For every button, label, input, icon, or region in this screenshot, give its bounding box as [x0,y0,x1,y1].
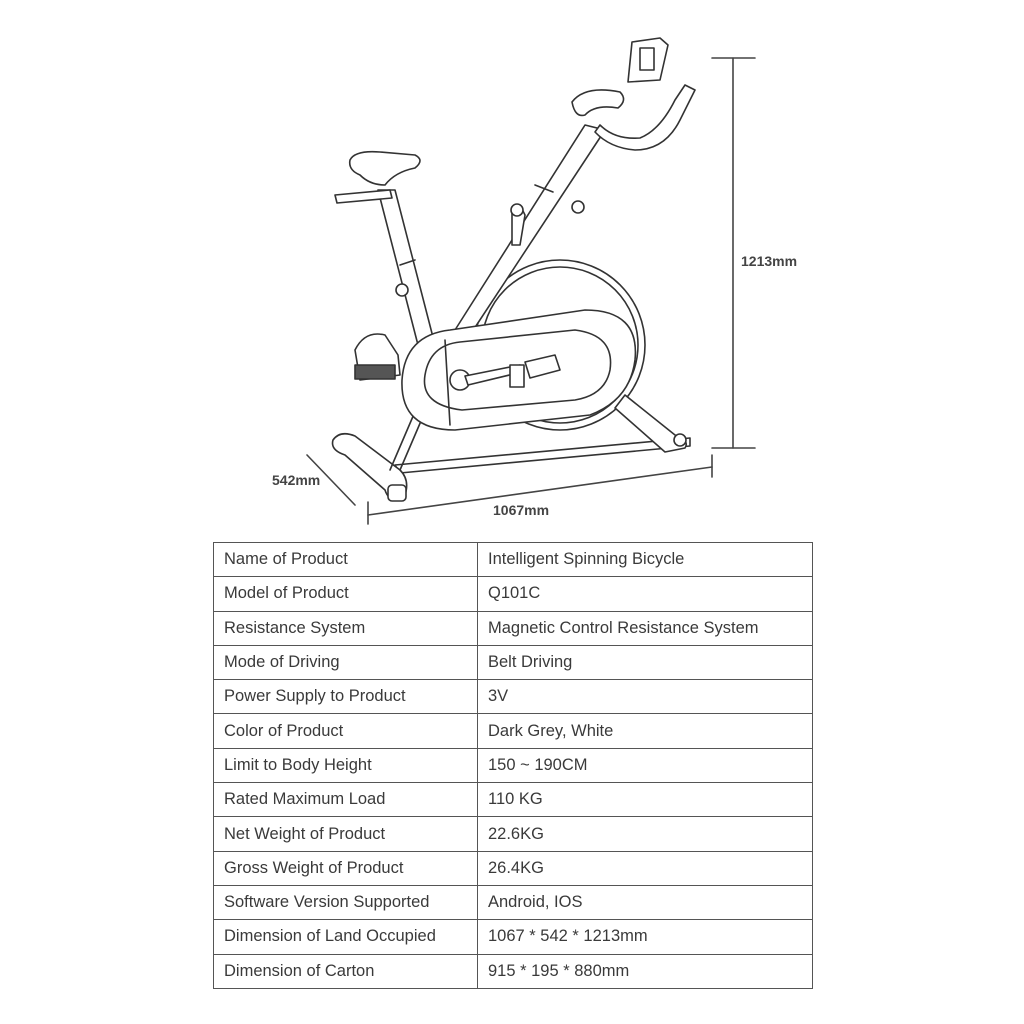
seat-saddle [348,150,421,186]
spec-label: Gross Weight of Product [213,850,478,886]
height-dimension-line [711,57,756,449]
spec-label: Rated Maximum Load [213,782,478,818]
spec-value: 110 KG [477,782,813,818]
spec-label: Name of Product [213,541,478,578]
spec-value: Intelligent Spinning Bicycle [477,541,813,578]
console [627,37,669,83]
spec-label: Mode of Driving [213,644,478,681]
spec-label: Software Version Supported [213,884,478,921]
length-dimension-label: 1067mm [493,502,550,518]
spec-label: Dimension of Land Occupied [213,919,478,955]
pedal [354,333,401,381]
spec-label: Limit to Body Height [213,747,478,784]
spec-value: 915 * 195 * 880mm [477,953,813,989]
spec-label: Net Weight of Product [213,816,478,852]
spec-value: 150 ~ 190CM [477,747,813,784]
spec-label: Color of Product [213,713,478,749]
handlebar-post [454,124,606,336]
handlebar [571,84,696,151]
crank-arm [449,354,561,391]
spec-value: 22.6KG [477,816,813,852]
seat-post [334,189,436,346]
spec-label: Resistance System [213,610,478,646]
spec-value: Android, IOS [477,884,813,921]
length-dimension-line [367,454,713,525]
width-dimension-label: 542mm [272,472,321,488]
spec-value: Q101C [477,576,813,612]
spec-value: 1067 * 542 * 1213mm [477,919,813,955]
spec-value: 26.4KG [477,850,813,886]
spec-value: Dark Grey, White [477,713,813,749]
spec-value: Magnetic Control Resistance System [477,610,813,646]
spec-value: 3V [477,679,813,715]
spec-label: Dimension of Carton [213,953,478,989]
spec-value: Belt Driving [477,644,813,681]
width-dimension-line [306,454,356,506]
height-dimension-label: 1213mm [741,253,798,269]
spec-label: Power Supply to Product [213,679,478,715]
spinning-bike-line-drawing [306,37,756,525]
spec-label: Model of Product [213,576,478,612]
